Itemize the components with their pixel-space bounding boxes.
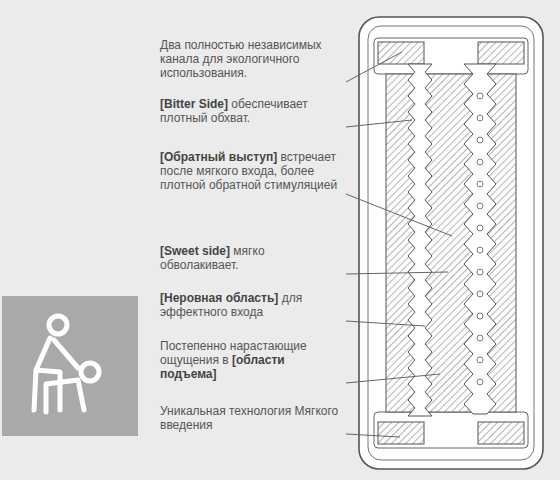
nub-mark: [477, 93, 483, 99]
callout-text: Два полностью независимых канала для эко…: [160, 38, 342, 80]
position-pictogram: [2, 296, 138, 436]
leader-line: [346, 194, 452, 236]
nub-mark: [477, 291, 483, 297]
callout-text: Постепенно нарастающие ощущения в [облас…: [160, 339, 342, 381]
leader-line: [346, 434, 400, 437]
nub-mark: [477, 203, 483, 209]
leader-line: [346, 52, 402, 82]
nub-mark: [477, 115, 483, 121]
nub-mark: [477, 225, 483, 231]
callout-text: Уникальная технология Мягкого введения: [160, 404, 342, 432]
nub-mark: [477, 313, 483, 319]
leader-line: [346, 272, 448, 274]
nub-mark: [477, 247, 483, 253]
callout-text: [Bitter Side] обеспечивает плотный обхва…: [160, 97, 342, 125]
leader-line: [346, 374, 440, 383]
nub-mark: [477, 379, 483, 385]
channel-group: [408, 64, 496, 416]
nub-mark: [477, 357, 483, 363]
nub-mark: [477, 181, 483, 187]
leader-line: [346, 321, 425, 326]
nub-mark: [477, 269, 483, 275]
callout-text: [Неровная область] для эффектного входа: [160, 291, 342, 319]
callout-text: [Sweet side] мягко обволакивает.: [160, 244, 342, 272]
device-housing: [359, 17, 543, 469]
bitter-channel: [408, 64, 432, 416]
callout-text: [Обратный выступ] встречает после мягког…: [160, 150, 342, 192]
leader-line: [346, 120, 412, 127]
nub-mark: [477, 159, 483, 165]
nub-mark: [477, 335, 483, 341]
nub-mark: [477, 137, 483, 143]
sweet-channel: [464, 64, 496, 414]
